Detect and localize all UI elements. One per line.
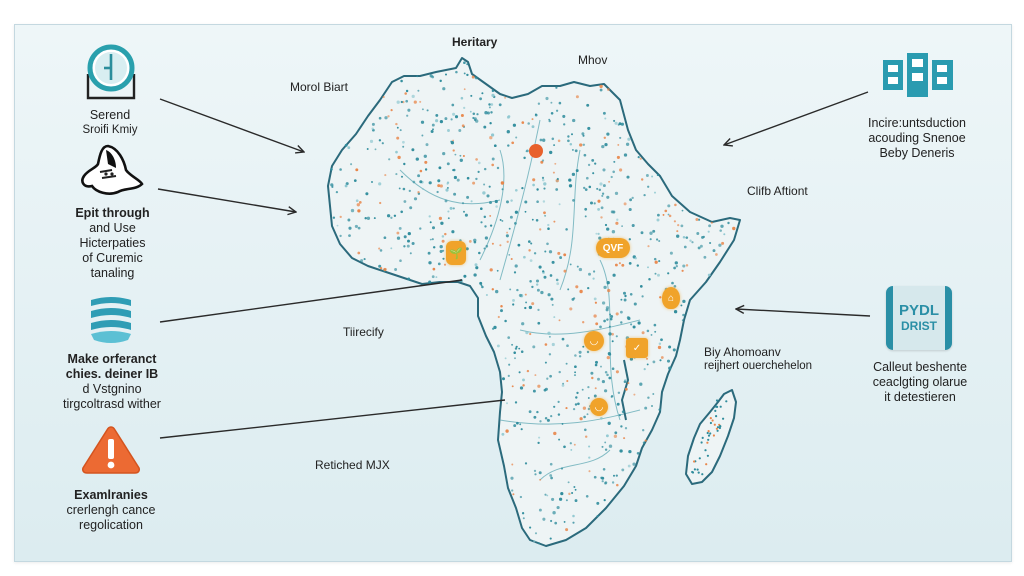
left-callout-1-caption: Serend Sroifi Kmiy [82, 108, 138, 136]
region-label-east: Clifb Aftiont [747, 184, 808, 198]
madagascar [685, 389, 737, 485]
pydl-badge-icon: PYDL DRIST [886, 286, 952, 350]
warning-icon [80, 424, 142, 476]
arrow-left-1 [159, 98, 304, 152]
mascot-icon [78, 144, 146, 196]
left-callout-2-caption: Epit through and Use Hicterpaties of Cur… [75, 206, 150, 280]
line-left-4 [159, 399, 506, 439]
location-dot-icon[interactable] [529, 144, 543, 158]
region-label-east-coast: Biy Ahomoanv [704, 345, 781, 359]
africa-mainland [327, 57, 741, 547]
left-callout-4-caption: Examlranies crerlengh cance regolication [66, 488, 156, 532]
arrow-left-2 [157, 188, 296, 212]
square-pin-icon[interactable]: ✓ [626, 338, 648, 358]
right-callout-1-caption: Incire:untsduction acouding Snenoe Beby … [868, 116, 966, 160]
region-label-south-west: Retiched MJX [315, 458, 390, 472]
line-left-3 [159, 279, 463, 323]
speech-badge-icon[interactable]: QVF [596, 238, 630, 258]
arrow-right-1 [724, 91, 869, 145]
data-dots [330, 61, 736, 545]
plant-icon[interactable]: 🌱 [446, 241, 466, 265]
pin-icon[interactable]: ◡ [590, 398, 608, 416]
map-title-label: Heritary [452, 35, 498, 49]
clock-icon [84, 44, 138, 100]
buildings-icon [882, 52, 954, 98]
lake-line [620, 359, 630, 421]
arrow-right-2 [736, 309, 871, 317]
region-label-east-coast-sub: reijhert ouerchehelon [704, 360, 813, 372]
waves-icon [88, 296, 134, 344]
pin-icon[interactable]: ◡ [584, 331, 604, 351]
region-label-west-coast: Tiirecify [343, 325, 384, 339]
region-label-north-west: Morol Biart [290, 80, 349, 94]
right-callout-2-caption: Calleut beshente ceaclgting olarue it de… [872, 360, 968, 404]
pin-icon[interactable]: ⌂ [662, 287, 680, 309]
region-label-north-east: Mhov [578, 53, 608, 67]
left-callout-3-caption: Make orferanct chies. deiner IB d Vstgni… [63, 352, 161, 411]
